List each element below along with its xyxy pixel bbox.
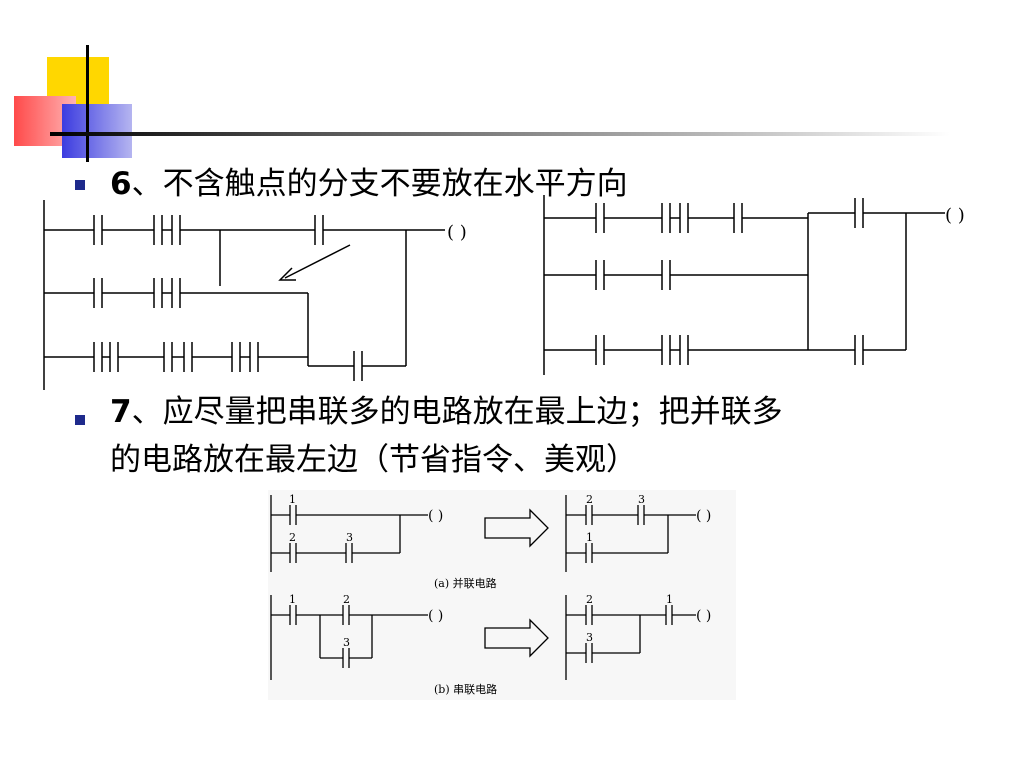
contact-label: 2 xyxy=(586,593,593,606)
contact-label: 3 xyxy=(343,636,350,649)
title-divider-line xyxy=(50,132,950,136)
contact-label: 1 xyxy=(586,531,593,544)
point-7-body-1: 、应尽量把串联多的电路放在最上边；把并联多 xyxy=(131,394,783,430)
corner-decoration-vline xyxy=(86,45,89,162)
contact-label: 3 xyxy=(586,631,593,644)
bullet-point-6 xyxy=(75,180,85,190)
contact-label: 2 xyxy=(343,593,350,606)
coil-symbol: ( ) xyxy=(696,608,711,624)
contact-label: 3 xyxy=(638,493,645,506)
point-7-number: 7 xyxy=(110,394,132,430)
bullet-point-7 xyxy=(75,415,85,425)
parallel-series-figure-bg xyxy=(268,490,736,700)
contact-label: 2 xyxy=(586,493,593,506)
coil-symbol: ( ) xyxy=(696,508,711,524)
point-6-number: 6 xyxy=(110,166,132,202)
contact-label: 1 xyxy=(289,593,296,606)
point-7-line2: 的电路放在最左边（节省指令、美观） xyxy=(110,442,637,478)
coil-symbol: ( ) xyxy=(428,508,443,524)
point-6-body: 、不含触点的分支不要放在水平方向 xyxy=(131,166,628,202)
coil-symbol: ( ) xyxy=(428,608,443,624)
ladder-diagram-bad: ( ) xyxy=(43,200,467,390)
point-7-line1: 7、应尽量把串联多的电路放在最上边；把并联多 xyxy=(110,392,783,432)
caption-a: (a) 并联电路 xyxy=(434,576,497,590)
coil-symbol-left: ( ) xyxy=(447,222,467,243)
coil-symbol-right: ( ) xyxy=(945,205,965,226)
ladder-diagram-good: ( ) xyxy=(543,195,965,375)
contact-label: 2 xyxy=(289,531,296,544)
contact-label: 1 xyxy=(289,493,296,506)
parallel-series-figure: 1 2 3 2 3 1 1 2 3 2 1 3 ( ) ( ) ( ) ( ) … xyxy=(270,493,711,696)
corner-decoration-blue xyxy=(62,104,132,158)
contact-label: 1 xyxy=(666,593,673,606)
point-6-text: 6、不含触点的分支不要放在水平方向 xyxy=(110,164,628,204)
caption-b: (b) 串联电路 xyxy=(434,683,497,696)
contact-label: 3 xyxy=(346,531,353,544)
